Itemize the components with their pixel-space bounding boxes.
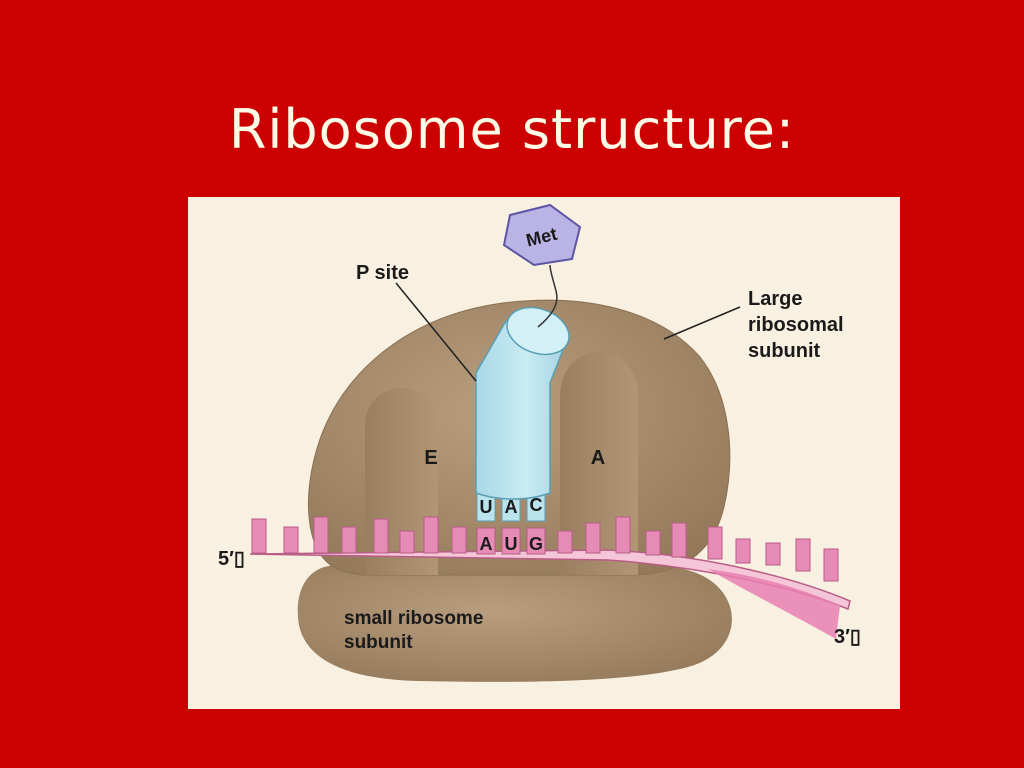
p-site-label: P site (356, 262, 409, 284)
large-subunit-label-line-3: subunit (748, 340, 821, 362)
codon-base-1: A (480, 534, 493, 554)
e-site-label: E (424, 447, 437, 469)
anticodon-base-3: C (530, 495, 543, 515)
met-tether (537, 264, 558, 328)
small-subunit-label-line-1: small ribosome (344, 608, 483, 629)
mrna-bases (251, 516, 839, 582)
mrna-strand (249, 549, 851, 611)
ribosome-diagram: Met P site Large ribosomal subunit E A U… (188, 197, 900, 709)
five-prime-label: 5′▯ (218, 548, 245, 570)
anticodon-base-1: U (480, 497, 493, 517)
mrna-exit-fan (708, 569, 840, 639)
met-hexagon (502, 203, 582, 267)
large-subunit-label-line-1: Large (748, 288, 802, 310)
ribosome-svg: Met P site Large ribosomal subunit E A U… (218, 203, 861, 682)
p-site-leader (395, 282, 477, 382)
large-subunit-label-line-2: ribosomal (748, 314, 844, 336)
anticodon-base-2: A (505, 497, 518, 517)
codon-boxes (476, 527, 546, 555)
trna-top (506, 306, 570, 356)
small-subunit-shape (297, 564, 732, 682)
large-subunit-leader (663, 306, 741, 340)
codon-base-3: G (529, 534, 543, 554)
a-site-label: A (591, 447, 605, 469)
slide-title: Ribosome structure: (228, 98, 796, 161)
small-subunit-label-line-2: subunit (344, 632, 413, 653)
three-prime-label: 3′▯ (834, 626, 861, 648)
codon-base-2: U (505, 534, 518, 554)
